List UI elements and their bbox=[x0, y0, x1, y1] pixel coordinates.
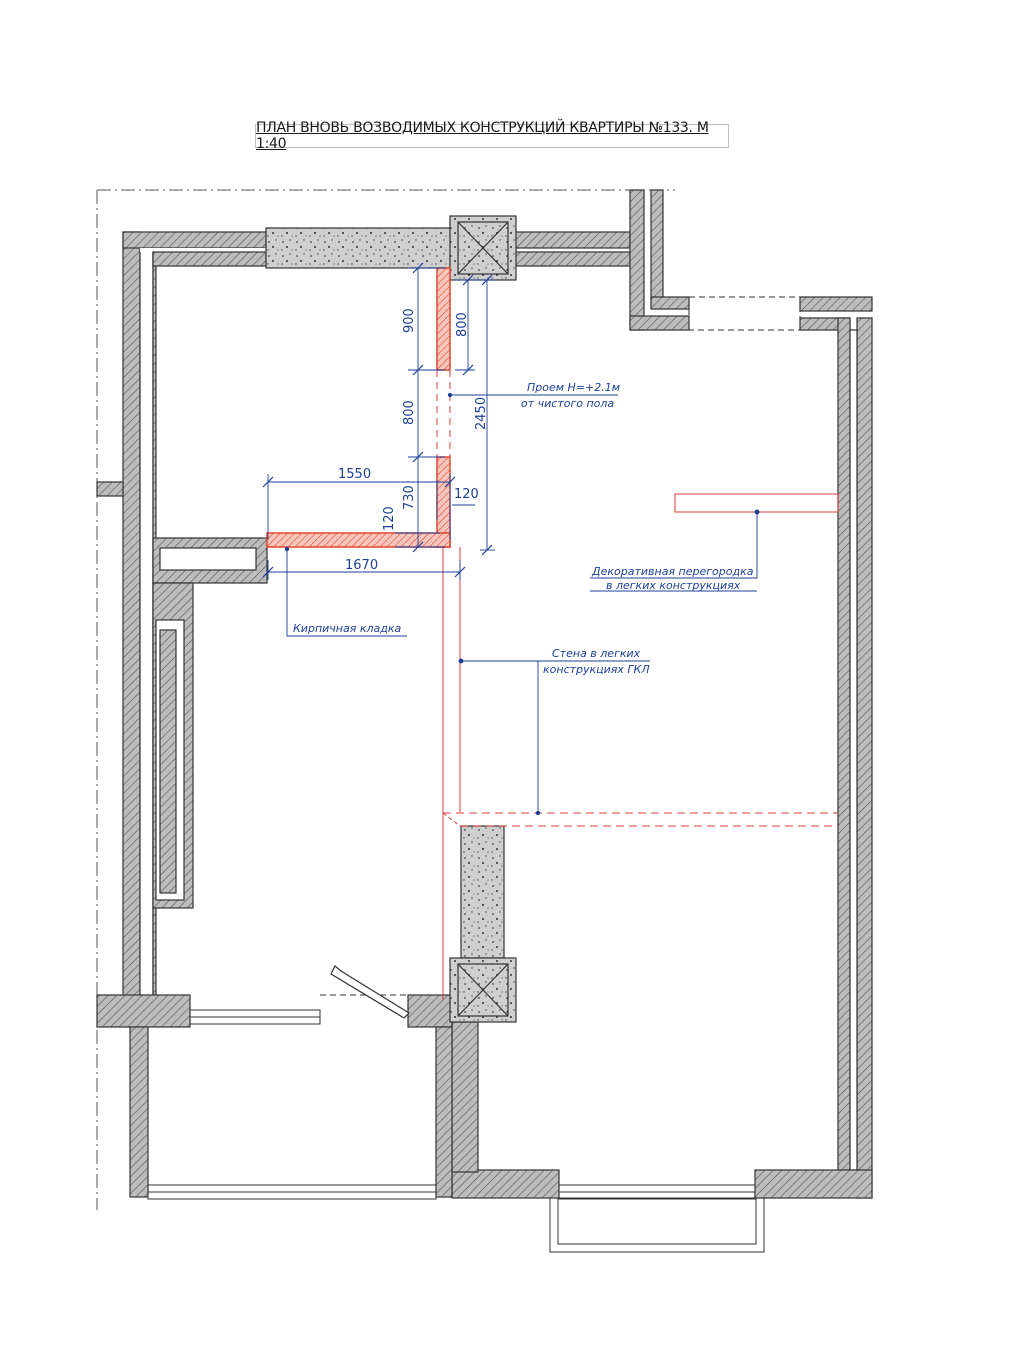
note-gkl-line1: Стена в легких bbox=[552, 647, 641, 660]
note-brick: Кирпичная кладка bbox=[293, 622, 401, 635]
note-opening-line2: от чистого пола bbox=[521, 397, 614, 410]
dim-1670: 1670 bbox=[345, 558, 378, 573]
dim-120-right: 120 bbox=[454, 487, 479, 502]
axis-lines bbox=[96, 189, 675, 1210]
note-gkl-line2: конструкциях ГКЛ bbox=[543, 663, 650, 676]
dimension-lines bbox=[267, 267, 495, 580]
dim-2450: 2450 bbox=[474, 397, 489, 430]
note-decor-line1: Декоративная перегородка bbox=[591, 565, 754, 578]
concrete-elements bbox=[265, 215, 517, 1023]
windows bbox=[147, 296, 801, 1253]
note-opening-line1: Проем Н=+2.1м bbox=[527, 381, 620, 394]
note-decor-line2: в легких конструкциях bbox=[606, 579, 741, 592]
dim-120-left: 120 bbox=[382, 506, 397, 531]
walls bbox=[96, 189, 873, 1199]
dim-800-upper: 800 bbox=[455, 312, 470, 337]
note-leaders bbox=[284, 392, 758, 816]
dim-730: 730 bbox=[402, 485, 417, 510]
new-brick-walls bbox=[266, 267, 451, 548]
door-leaf bbox=[330, 965, 410, 1019]
dim-800-lower: 800 bbox=[402, 400, 417, 425]
drawing-title: ПЛАН ВНОВЬ ВОЗВОДИМЫХ КОНСТРУКЦИЙ КВАРТИ… bbox=[255, 120, 729, 152]
dimension-ticks bbox=[262, 262, 493, 578]
dim-900: 900 bbox=[402, 308, 417, 333]
dim-1550: 1550 bbox=[338, 467, 371, 482]
